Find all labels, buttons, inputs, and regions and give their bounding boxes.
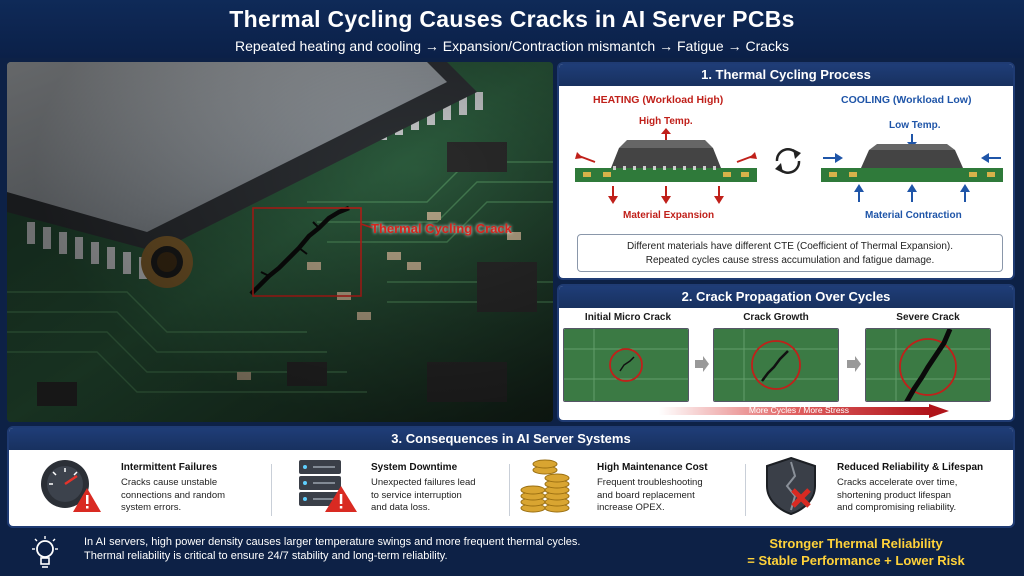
- stage-image-severe: [865, 328, 991, 402]
- refresh-cycle-icon: [775, 148, 801, 174]
- arrow-right-icon: [695, 356, 709, 372]
- footer-line2: Thermal reliability is critical to ensur…: [84, 550, 448, 562]
- stage-label-growth: Crack Growth: [743, 312, 809, 323]
- stress-arrow-label: More Cycles / More Stress: [748, 405, 850, 415]
- page-title: Thermal Cycling Causes Cracks in AI Serv…: [229, 6, 795, 32]
- header: Thermal Cycling Causes Cracks in AI Serv…: [0, 0, 1024, 58]
- stage-label-severe: Severe Crack: [896, 312, 960, 323]
- consequence-title: Intermittent Failures: [121, 462, 218, 473]
- heating-diagram: [575, 128, 757, 204]
- cte-note: Different materials have different CTE (…: [577, 234, 1003, 272]
- panel-title: 1. Thermal Cycling Process: [559, 64, 1013, 86]
- cte-note-line1: Different materials have different CTE (…: [626, 241, 954, 252]
- consequence-text: Cracks cause unstable connections and ra…: [121, 477, 226, 513]
- footer-highlight-line1: Stronger Thermal Reliability: [769, 536, 943, 551]
- lightbulb-icon: [32, 536, 58, 568]
- shield-broken-icon: [766, 456, 816, 516]
- low-temp-label: Low Temp.: [889, 120, 941, 131]
- footer-line1: In AI servers, high power density causes…: [84, 536, 581, 548]
- consequence-downtime: System Downtime Unexpected failures lead…: [291, 454, 521, 526]
- page-subtitle: Repeated heating and cooling → Expansion…: [234, 38, 790, 54]
- gauge-warning-icon: [41, 460, 101, 512]
- consequence-text: Unexpected failures lead to service inte…: [371, 477, 476, 513]
- consequence-text: Frequent troubleshooting and board repla…: [597, 477, 703, 513]
- panel-title: 2. Crack Propagation Over Cycles: [559, 286, 1013, 308]
- consequence-maintenance: High Maintenance Cost Frequent troublesh…: [517, 454, 747, 526]
- material-expansion-label: Material Expansion: [623, 210, 715, 221]
- server-warning-icon: [299, 460, 357, 512]
- stage-image-growth: [713, 328, 839, 402]
- high-temp-label: High Temp.: [639, 116, 693, 127]
- consequence-title: System Downtime: [371, 462, 458, 473]
- consequences-panel: 3. Consequences in AI Server Systems Int…: [7, 426, 1015, 528]
- thermal-cycling-panel: 1. Thermal Cycling Process HEATING (Work…: [557, 62, 1015, 280]
- heating-title: HEATING (Workload High): [593, 94, 724, 106]
- consequence-intermittent: Intermittent Failures Cracks cause unsta…: [29, 454, 264, 526]
- consequence-text: Cracks accelerate over time, shortening …: [837, 477, 958, 513]
- footer-highlight-line2: = Stable Performance + Lower Risk: [747, 553, 965, 568]
- crack-propagation-panel: 2. Crack Propagation Over Cycles Initial…: [557, 284, 1015, 422]
- divider: [271, 464, 272, 516]
- cooling-title: COOLING (Workload Low): [841, 94, 972, 106]
- coins-icon: [520, 459, 570, 513]
- stage-image-initial: [563, 328, 689, 402]
- divider: [745, 464, 746, 516]
- cooling-diagram: [821, 134, 1003, 202]
- stage-label-initial: Initial Micro Crack: [584, 312, 672, 323]
- consequence-title: High Maintenance Cost: [597, 462, 708, 473]
- arrow-right-icon: [847, 356, 861, 372]
- footer-highlight: Stronger Thermal Reliability = Stable Pe…: [706, 535, 1006, 569]
- cte-note-line2: Repeated cycles cause stress accumulatio…: [645, 255, 935, 266]
- consequence-reliability: Reduced Reliability & Lifespan Cracks ac…: [759, 454, 1009, 526]
- footer-text: In AI servers, high power density causes…: [84, 535, 714, 563]
- crack-label: Thermal Cycling Crack: [371, 221, 512, 236]
- stress-arrow: [659, 404, 949, 418]
- footer: In AI servers, high power density causes…: [0, 532, 1024, 576]
- pcb-photo: Thermal Cycling Crack: [7, 62, 553, 422]
- pcb-photo-illustration: [7, 62, 553, 422]
- consequence-title: Reduced Reliability & Lifespan: [837, 462, 984, 473]
- divider: [509, 464, 510, 516]
- panel-title: 3. Consequences in AI Server Systems: [9, 428, 1013, 450]
- material-contraction-label: Material Contraction: [865, 210, 962, 221]
